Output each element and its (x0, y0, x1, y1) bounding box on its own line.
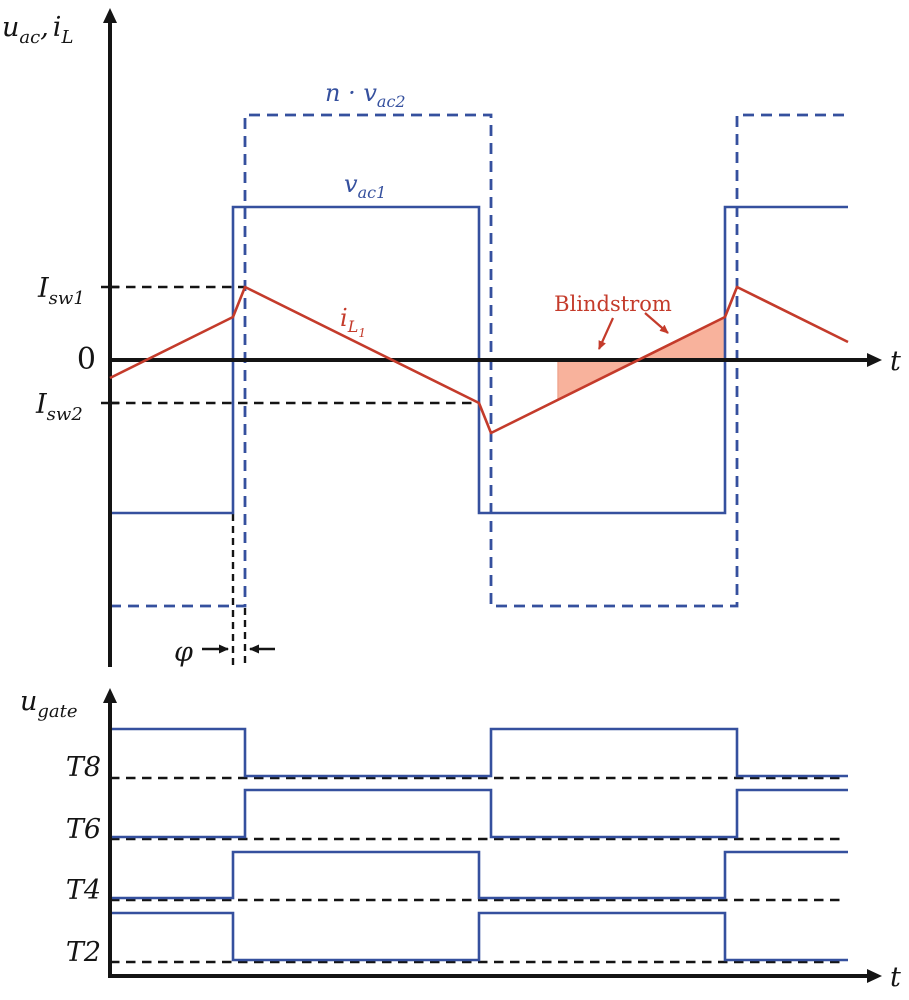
isw1-label: Isw1 (37, 273, 85, 309)
t4-label: T4 (66, 875, 101, 906)
t8-label: T8 (66, 752, 101, 783)
gate-x-axis-label: t (890, 962, 901, 993)
gate-y-axis-label: ugate (20, 686, 78, 722)
t8-waveform (111, 727, 848, 778)
top-plot: uac,iL n · vac2 vac1 Isw1 0 Isw2 iL1 Bli… (2, 8, 901, 668)
il1-label: iL1 (340, 304, 366, 340)
top-y-axis-label: uac,iL (2, 12, 73, 48)
t6-label: T6 (66, 814, 101, 845)
top-x-axis-label: t (890, 346, 901, 377)
phi-label: φ (174, 637, 193, 668)
il1-waveform (109, 285, 849, 435)
isw2-label: Isw2 (35, 389, 83, 425)
blindstrom-arrow-right-icon (644, 312, 669, 334)
vac1-label: vac1 (344, 170, 386, 202)
t4-waveform (111, 850, 848, 900)
zero-label: 0 (77, 342, 96, 377)
gate-plot: ugate T8 T6 T4 T2 t (20, 686, 901, 993)
t6-waveform (111, 788, 848, 839)
blindstrom-label: Blindstrom (554, 292, 672, 316)
blindstrom-arrow-left-icon (597, 317, 615, 350)
nvac2-label: n · vac2 (325, 79, 406, 111)
t2-waveform (111, 911, 848, 962)
t2-label: T2 (66, 937, 101, 968)
